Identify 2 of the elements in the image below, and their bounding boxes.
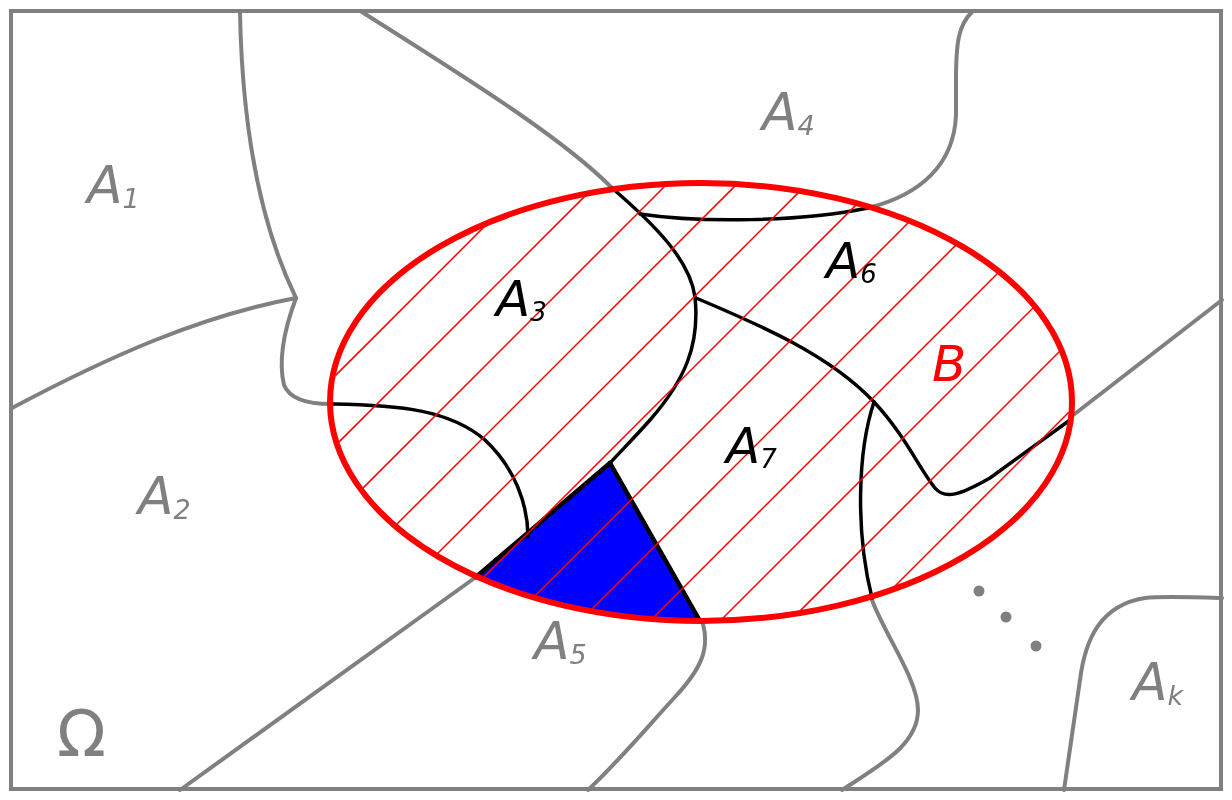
sample-space-label: Ω xyxy=(57,701,106,766)
event-label: B xyxy=(932,338,967,389)
